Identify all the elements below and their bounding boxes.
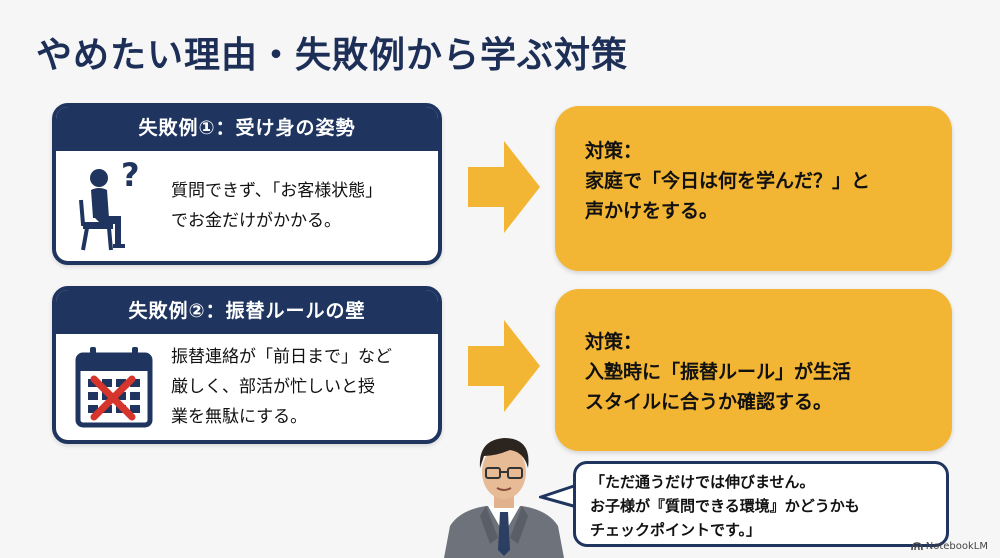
- solution-card-2: 対策： 入塾時に「振替ルール」が生活 スタイルに合うか確認する。: [555, 289, 952, 451]
- solution-card-2-line-1: 入塾時に「振替ルール」が生活: [585, 361, 852, 383]
- failure-card-2: 失敗例②：振替ルールの壁 振替連絡が「前日まで」など 厳しく、部活が忙しいと授 …: [52, 286, 442, 444]
- solution-card-2-line-2: スタイルに合うか確認する。: [585, 391, 833, 413]
- failure-card-1-line-2: でお金だけがかかる。: [171, 211, 341, 231]
- solution-card-1-line-2: 声かけをする。: [585, 200, 719, 222]
- solution-card-2-label: 対策：: [585, 331, 643, 353]
- failure-card-2-line-3: 業を無駄にする。: [171, 407, 308, 427]
- speech-line-2: お子様が『質問できる環境』かどうかも: [590, 497, 860, 515]
- page-title: やめたい理由・失敗例から学ぶ対策: [36, 35, 629, 76]
- solution-card-1-line-1: 家庭で「今日は何を学んだ？」と: [585, 170, 871, 192]
- presenter-avatar: [444, 438, 564, 558]
- failure-card-2-line-2: 厳しく、部活が忙しいと授: [171, 377, 375, 397]
- speech-line-1: 「ただ通うだけでは伸びません。: [590, 473, 815, 491]
- speech-bubble: 「ただ通うだけでは伸びません。 お子様が『質問できる環境』かどうかも チェックポ…: [573, 461, 949, 547]
- solution-card-1: 対策： 家庭で「今日は何を学んだ？」と 声かけをする。: [555, 106, 952, 271]
- speech-line-3: チェックポイントです。」: [590, 521, 762, 539]
- speech-bubble-tail: [539, 483, 578, 509]
- solution-card-1-label: 対策：: [585, 140, 643, 162]
- seated-person-question-icon: ?: [56, 151, 171, 261]
- svg-text:?: ?: [121, 156, 140, 194]
- failure-card-2-heading: 失敗例②：振替ルールの壁: [56, 290, 438, 334]
- notebooklm-logo-icon: [910, 542, 923, 551]
- brand-label: NotebookLM: [925, 541, 988, 552]
- calendar-crossed-icon: [56, 334, 171, 440]
- failure-card-1-heading: 失敗例①：受け身の姿勢: [56, 107, 438, 151]
- brand-watermark: NotebookLM: [910, 541, 988, 552]
- failure-card-1-description: 質問できず、「お客様状態」 でお金だけがかかる。: [171, 176, 392, 236]
- failure-card-2-description: 振替連絡が「前日まで」など 厳しく、部活が忙しいと授 業を無駄にする。: [171, 342, 402, 432]
- failure-card-2-line-1: 振替連絡が「前日まで」など: [171, 347, 392, 367]
- failure-card-1-line-1: 質問できず、「お客様状態」: [171, 181, 383, 201]
- arrow-right-icon: [468, 141, 540, 233]
- failure-card-1: 失敗例①：受け身の姿勢 ? 質問できず、「お客様状態」 でお金だけがかかる。: [52, 103, 442, 265]
- arrow-right-icon: [468, 320, 540, 412]
